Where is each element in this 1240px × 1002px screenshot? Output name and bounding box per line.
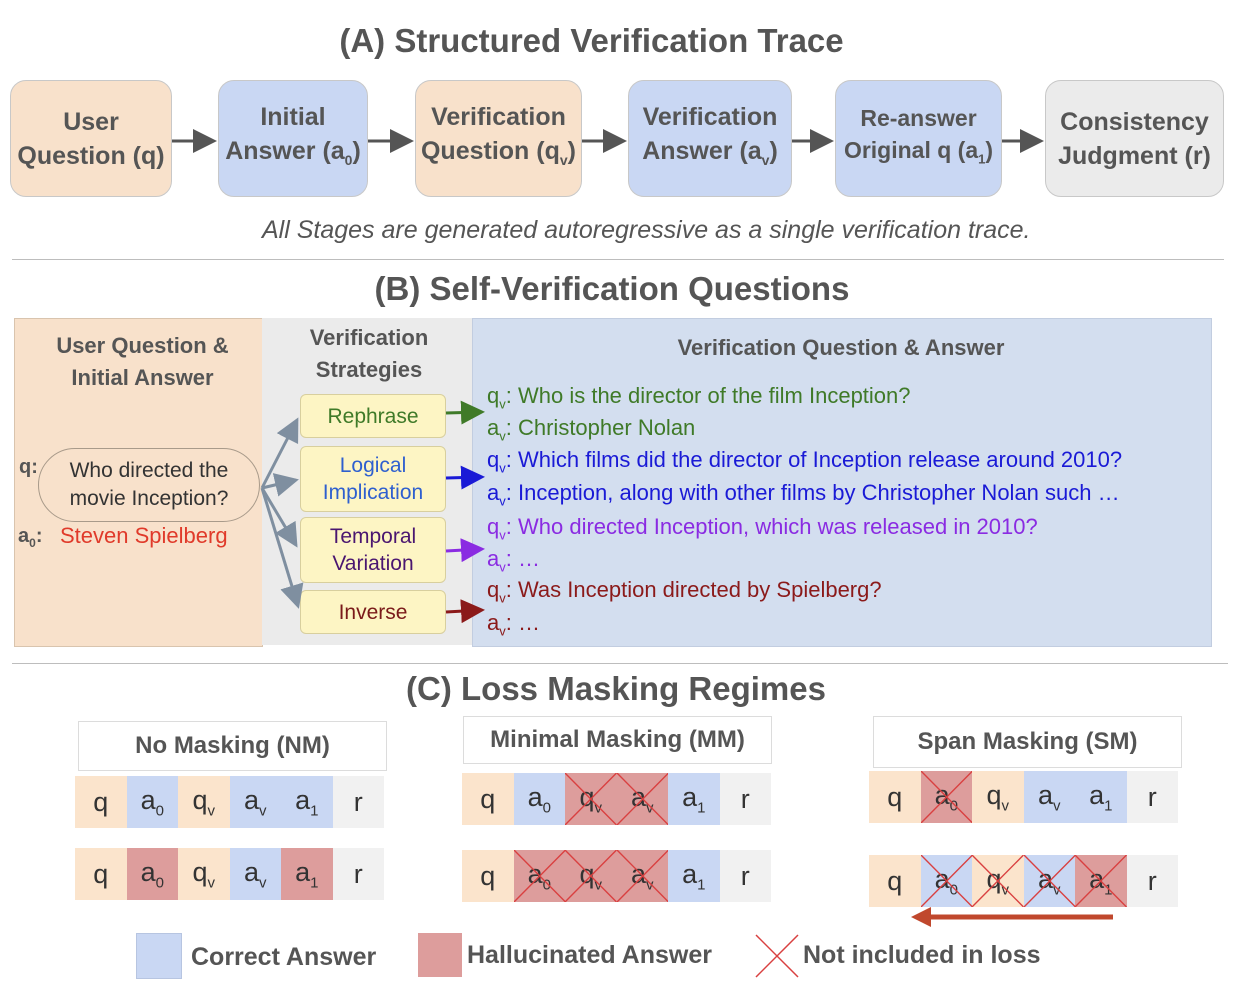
token-r: r xyxy=(332,848,384,900)
token-av-masked: av xyxy=(616,773,668,825)
token-qv: qv xyxy=(178,848,230,900)
token-av: av xyxy=(229,776,281,828)
section-a-title: (A) Structured Verification Trace xyxy=(339,22,844,59)
section-b-title: (B) Self-Verification Questions xyxy=(374,270,850,307)
token-q: q xyxy=(462,773,514,825)
token-av: av xyxy=(1023,771,1075,823)
regime-span-masking: Span Masking (SM) xyxy=(873,716,1182,768)
qa-rephrase-question: qv: Who is the director of the film Ince… xyxy=(487,383,911,412)
token-a1: a1 xyxy=(668,773,720,825)
token-a0: a0 xyxy=(126,776,178,828)
qa-inverse-answer: av: … xyxy=(487,610,540,639)
token-av-masked: av xyxy=(1023,855,1075,907)
backprop-arrow xyxy=(911,907,1113,927)
legend-hallucinated-label: Hallucinated Answer xyxy=(467,941,712,969)
strategy-inverse: Inverse xyxy=(300,590,446,634)
token-a1: a1 xyxy=(281,776,333,828)
token-qv: qv xyxy=(178,776,230,828)
token-r: r xyxy=(719,850,771,902)
strategy-rephrase: Rephrase xyxy=(300,394,446,438)
qa-logical-question: qv: Which films did the director of Ince… xyxy=(487,447,1123,476)
strategies-header: Verification Strategies xyxy=(309,325,429,382)
qa-temporal-answer: av: … xyxy=(487,546,540,575)
legend-excluded-label: Not included in loss xyxy=(803,941,1041,969)
section-c-title: (C) Loss Masking Regimes xyxy=(406,670,826,707)
qa-temporal-question: qv: Who directed Inception, which was re… xyxy=(487,514,1038,543)
token-a0-masked: a0 xyxy=(513,850,565,902)
token-q: q xyxy=(869,855,921,907)
a0-value: Steven Spielberg xyxy=(60,523,228,548)
a0-label: a0: xyxy=(18,525,43,550)
question-bubble: Who directed the movie Inception? xyxy=(38,448,260,522)
legend-correct-swatch xyxy=(136,933,182,979)
token-av-masked: av xyxy=(616,850,668,902)
token-a1: a1 xyxy=(281,848,333,900)
legend-excluded-icon xyxy=(755,934,799,978)
qa-panel xyxy=(472,318,1212,647)
token-qv: qv xyxy=(972,771,1024,823)
regime-minimal-masking: Minimal Masking (MM) xyxy=(463,716,772,764)
token-a1: a1 xyxy=(668,850,720,902)
q-label: q: xyxy=(19,456,38,478)
token-a0-masked: a0 xyxy=(920,855,972,907)
token-a0: a0 xyxy=(513,773,565,825)
qa-rephrase-answer: av: Christopher Nolan xyxy=(487,415,696,444)
divider-b xyxy=(12,663,1228,664)
legend-correct-label: Correct Answer xyxy=(191,943,377,971)
qa-inverse-question: qv: Was Inception directed by Spielberg? xyxy=(487,577,882,606)
legend-hallucinated-swatch xyxy=(418,933,462,977)
token-qv-masked: qv xyxy=(565,773,617,825)
token-a0-masked: a0 xyxy=(920,771,972,823)
token-av: av xyxy=(229,848,281,900)
qa-header: Verification Question & Answer xyxy=(677,335,1005,360)
token-q: q xyxy=(462,850,514,902)
token-qv-masked: qv xyxy=(972,855,1024,907)
section-a-arrows xyxy=(172,129,1044,153)
token-a1-masked: a1 xyxy=(1075,855,1127,907)
divider-a xyxy=(12,259,1224,260)
regime-no-masking: No Masking (NM) xyxy=(78,721,387,771)
token-q: q xyxy=(75,776,127,828)
token-qv-masked: qv xyxy=(565,850,617,902)
stage-label: Question (q) xyxy=(17,141,165,170)
strategy-temporal-variation: Temporal Variation xyxy=(300,517,446,583)
token-r: r xyxy=(1126,855,1178,907)
token-q: q xyxy=(869,771,921,823)
section-a-caption: All Stages are generated autoregressive … xyxy=(262,216,1031,244)
token-r: r xyxy=(332,776,384,828)
strategy-logical-implication: Logical Implication xyxy=(300,446,446,512)
left-panel-header: User Question & Initial Answer xyxy=(56,333,229,390)
token-a0: a0 xyxy=(126,848,178,900)
token-q: q xyxy=(75,848,127,900)
token-r: r xyxy=(719,773,771,825)
token-r: r xyxy=(1126,771,1178,823)
section-b-arrows xyxy=(260,400,485,624)
qa-logical-answer: av: Inception, along with other films by… xyxy=(487,480,1120,509)
token-a1: a1 xyxy=(1075,771,1127,823)
